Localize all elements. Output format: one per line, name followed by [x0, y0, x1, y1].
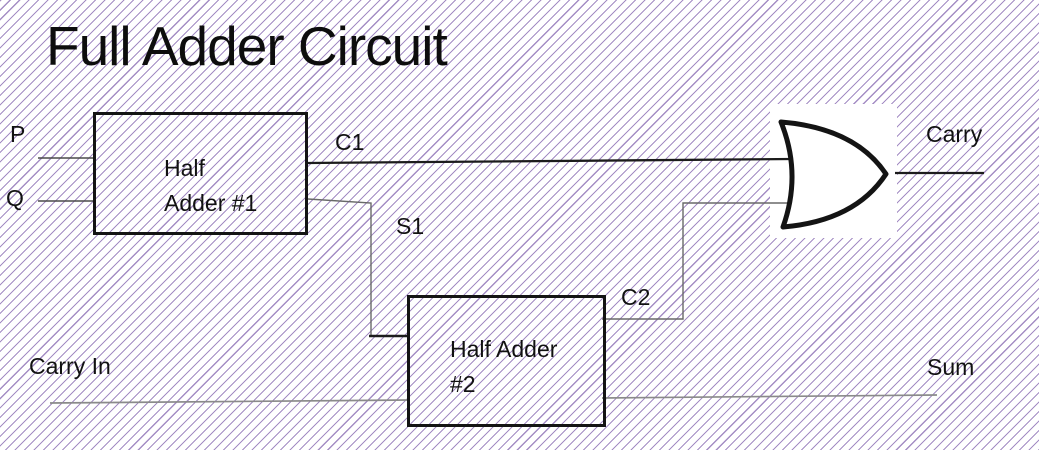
wire-c1	[307, 157, 793, 165]
label-carry-output: Carry	[926, 121, 983, 147]
half-adder-2-box: Half Adder #2	[407, 295, 606, 427]
label-c1: C1	[335, 129, 365, 155]
label-input-q: Q	[6, 185, 24, 211]
half-adder-1-box: Half Adder #1	[93, 112, 308, 235]
label-c2: C2	[621, 284, 651, 310]
half-adder-1-line2: Adder #1	[164, 190, 258, 216]
half-adder-2-label: Half Adder #2	[450, 332, 557, 402]
page-title: Full Adder Circuit	[46, 15, 448, 77]
half-adder-1-label: Half Adder #1	[164, 151, 257, 221]
label-carry-in: Carry In	[29, 353, 111, 379]
label-input-p: P	[10, 121, 26, 147]
wire-carry-in	[49, 399, 411, 404]
label-sum-output: Sum	[927, 354, 975, 380]
label-s1: S1	[396, 213, 425, 239]
wire-sum	[601, 394, 938, 399]
wire-s1	[307, 198, 372, 335]
wire-c2	[602, 202, 791, 320]
half-adder-1-line1: Half	[164, 155, 205, 181]
half-adder-2-line1: Half Adder	[450, 336, 558, 362]
or-gate-icon	[778, 119, 889, 230]
half-adder-2-line2: #2	[450, 371, 476, 397]
